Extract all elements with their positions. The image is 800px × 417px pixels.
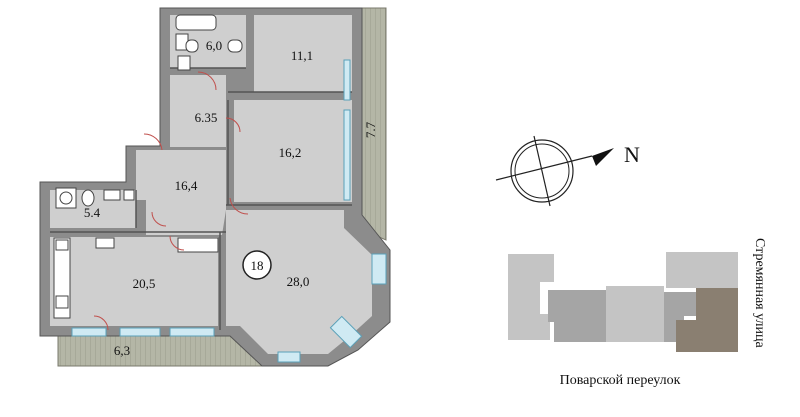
windows	[71, 59, 387, 363]
compass-north-label: N	[624, 142, 640, 167]
area-bath-upper: 6,0	[206, 38, 222, 53]
area-living: 28,0	[287, 274, 310, 289]
area-balcony-right: 7.7	[363, 121, 378, 138]
street-bottom-label: Поварской переулок	[560, 373, 681, 388]
site-plan: Поварской переулок	[508, 252, 738, 388]
room-middle-right	[234, 100, 352, 202]
area-kitchen: 20,5	[133, 276, 156, 291]
site-block-center	[606, 286, 672, 342]
rooms	[50, 15, 372, 354]
room-living	[226, 210, 372, 354]
bathtub	[175, 14, 217, 31]
room-hall	[136, 150, 226, 235]
area-corridor-upper: 6.35	[195, 110, 218, 125]
room-corridor-upper	[170, 75, 226, 147]
street-right-label: Стремянная улица	[752, 238, 767, 348]
site-block-center-left	[548, 290, 606, 342]
interior-walls	[50, 67, 352, 330]
fixtures	[53, 14, 243, 319]
doors	[93, 71, 249, 331]
room-top-right	[254, 15, 352, 92]
area-hall: 16,4	[175, 178, 198, 193]
north-arrow-icon	[592, 148, 614, 166]
area-middle-right: 16,2	[279, 145, 302, 160]
room-labels: 6,0 11,1 6.35 16,2 16,4 5.4 20,5 28,0 6,…	[84, 38, 378, 358]
area-top-right: 11,1	[291, 48, 313, 63]
site-block-left	[508, 254, 554, 340]
area-bath-left: 5.4	[84, 205, 101, 220]
site-block-current	[676, 288, 738, 352]
apartment-number: 18	[251, 258, 264, 273]
apartment-number-badge: 18	[242, 250, 272, 280]
area-balcony-bottom: 6,3	[114, 343, 130, 358]
site-block-right-mid	[664, 292, 696, 342]
compass: N	[495, 135, 640, 207]
site-block-right-top	[666, 252, 738, 288]
toilet-left	[81, 189, 95, 207]
